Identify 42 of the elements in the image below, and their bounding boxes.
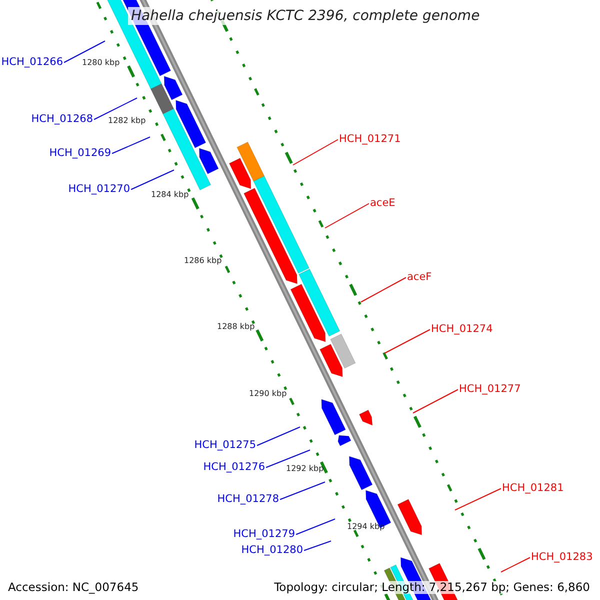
scale-label: 1282 kbp: [108, 116, 146, 126]
scale-label: 1284 kbp: [151, 190, 189, 200]
leader-line: [500, 557, 530, 572]
scale-label: 1290 kbp: [249, 389, 287, 399]
gene-label: aceF: [407, 271, 432, 284]
leader-line: [64, 40, 106, 63]
gene-label: HCH_01275: [194, 439, 256, 452]
info-text: Accession: NC_007645: [6, 581, 141, 594]
gene-label: HCH_01270: [68, 183, 130, 196]
leader-line: [266, 450, 310, 468]
gene-label: HCH_01277: [459, 383, 521, 396]
gene-label: HCH_01283: [531, 551, 593, 564]
leader-line: [454, 488, 502, 510]
gene-label: HCH_01280: [241, 544, 303, 557]
gene-label: HCH_01274: [431, 323, 493, 336]
leader-line: [130, 170, 174, 190]
leader-line: [412, 389, 458, 414]
gene-label: HCH_01271: [339, 133, 401, 146]
info-text: Topology: circular; Length: 7,215,267 bp; Genes: 6,860: [272, 581, 592, 594]
leader-line: [296, 518, 336, 535]
gene-label: HCH_01276: [203, 461, 265, 474]
scale-label: 1286 kbp: [184, 256, 222, 266]
leader-line: [280, 482, 326, 500]
leader-line: [94, 98, 138, 120]
leader-line: [324, 203, 370, 228]
gene-label: HCH_01281: [502, 482, 564, 495]
scale-label: 1292 kbp: [286, 464, 324, 474]
gene-label: HCH_01269: [49, 147, 111, 160]
leader-line: [384, 329, 430, 354]
leader-line: [112, 136, 150, 154]
gene-label: HCH_01266: [1, 56, 63, 69]
leader-line: [304, 540, 332, 551]
scale-label: 1288 kbp: [217, 322, 255, 332]
gene-label: aceE: [370, 197, 396, 210]
leader-line: [360, 277, 406, 302]
gene-label: HCH_01279: [233, 528, 295, 541]
leader-line: [256, 426, 300, 446]
scale-label: 1280 kbp: [82, 58, 120, 68]
gene-label: HCH_01268: [31, 113, 93, 126]
scale-label: 1294 kbp: [347, 522, 385, 532]
leader-line: [292, 139, 338, 166]
gene-label: HCH_01278: [217, 493, 279, 506]
